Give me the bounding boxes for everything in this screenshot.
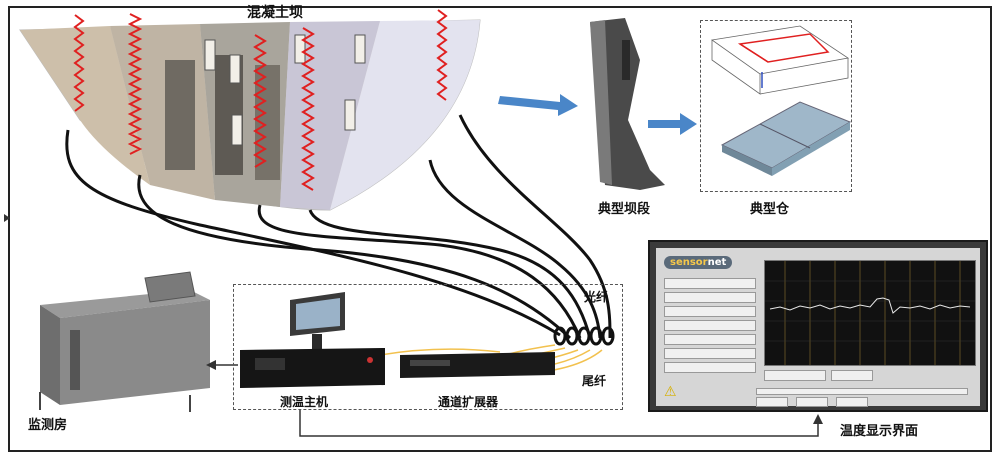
down-arrow-icon: [813, 414, 823, 424]
monitoring-room-model: [39, 271, 210, 412]
progress-slider[interactable]: [756, 388, 968, 395]
settings-field[interactable]: [664, 306, 756, 317]
diagram-frame: [8, 6, 992, 452]
typical-bay-slab: [720, 101, 852, 176]
label-optical-fiber: 光纤: [584, 290, 609, 304]
channel-extender-model: [400, 352, 555, 378]
label-monitoring-room: 监测房: [28, 418, 68, 433]
settings-field[interactable]: [836, 397, 868, 407]
settings-field[interactable]: [664, 320, 756, 331]
sensor-fiber-traces: [73, 9, 448, 191]
concrete-dam: [19, 19, 481, 211]
label-pigtail-fiber: 尾纤: [582, 374, 607, 388]
temperature-host-model: [240, 292, 385, 388]
label-concrete-dam: 混凝土坝: [247, 5, 303, 21]
temperature-plot: [764, 260, 976, 366]
right-arrow-icon: [648, 113, 697, 135]
temperature-display-screen: sensornet: [648, 240, 988, 412]
settings-field[interactable]: [796, 397, 828, 407]
fiber-coils: [553, 326, 615, 346]
label-temperature-host: 测温主机: [280, 395, 329, 409]
label-typical-bay: 典型仓: [750, 202, 790, 217]
sensornet-logo: sensornet: [664, 256, 733, 269]
settings-field[interactable]: [664, 278, 756, 289]
settings-field[interactable]: [831, 370, 873, 381]
right-arrow-icon: [498, 94, 578, 116]
connector-lines: [214, 364, 819, 437]
typical-bay-wireframe: [710, 25, 850, 95]
fiber-cables: [65, 114, 612, 340]
settings-field[interactable]: [764, 370, 826, 381]
settings-field[interactable]: [756, 397, 788, 407]
warning-icon: ⚠: [664, 384, 677, 400]
equipment-box: [233, 284, 623, 410]
left-arrow-icon: [206, 360, 216, 370]
settings-field[interactable]: [664, 362, 756, 373]
temperature-trace: [765, 261, 975, 365]
settings-field[interactable]: [664, 292, 756, 303]
settings-field[interactable]: [664, 334, 756, 345]
typical-bay-box: [700, 20, 852, 192]
software-panel: sensornet: [656, 248, 980, 407]
label-channel-extender: 通道扩展器: [438, 395, 499, 409]
label-dam-section: 典型坝段: [598, 202, 651, 217]
left-edge-marker-icon: [4, 214, 10, 222]
label-display-interface: 温度显示界面: [840, 424, 919, 439]
settings-field[interactable]: [664, 348, 756, 359]
dam-section-model: [590, 18, 665, 190]
